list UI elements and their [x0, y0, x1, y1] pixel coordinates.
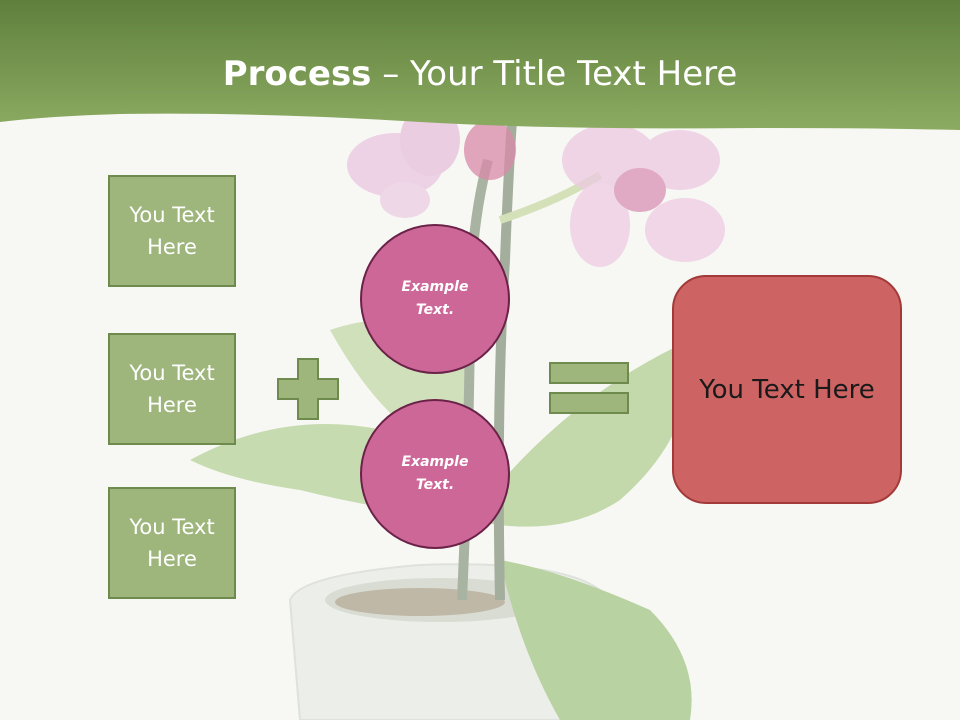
- example-circle-2-label: Example Text.: [401, 454, 469, 493]
- input-box-2: You Text Here: [108, 333, 236, 445]
- example-circle-2: Example Text.: [360, 399, 510, 549]
- header-band: [0, 0, 960, 130]
- title-bold: Process: [222, 54, 372, 94]
- input-box-2-label: You Text Here: [129, 361, 215, 417]
- input-box-1: You Text Here: [108, 175, 236, 287]
- example-circle-1: Example Text.: [360, 224, 510, 374]
- result-box-label: You Text Here: [699, 374, 875, 405]
- slide-title: Process – Your Title Text Here: [0, 52, 960, 96]
- example-circle-1-label: Example Text.: [401, 279, 469, 318]
- input-box-3-label: You Text Here: [129, 515, 215, 571]
- result-box: You Text Here: [672, 275, 902, 504]
- plus-icon: [277, 358, 339, 420]
- input-box-3: You Text Here: [108, 487, 236, 599]
- equals-icon: [549, 362, 629, 414]
- input-box-1-label: You Text Here: [129, 203, 215, 259]
- title-rest: – Your Title Text Here: [371, 54, 738, 94]
